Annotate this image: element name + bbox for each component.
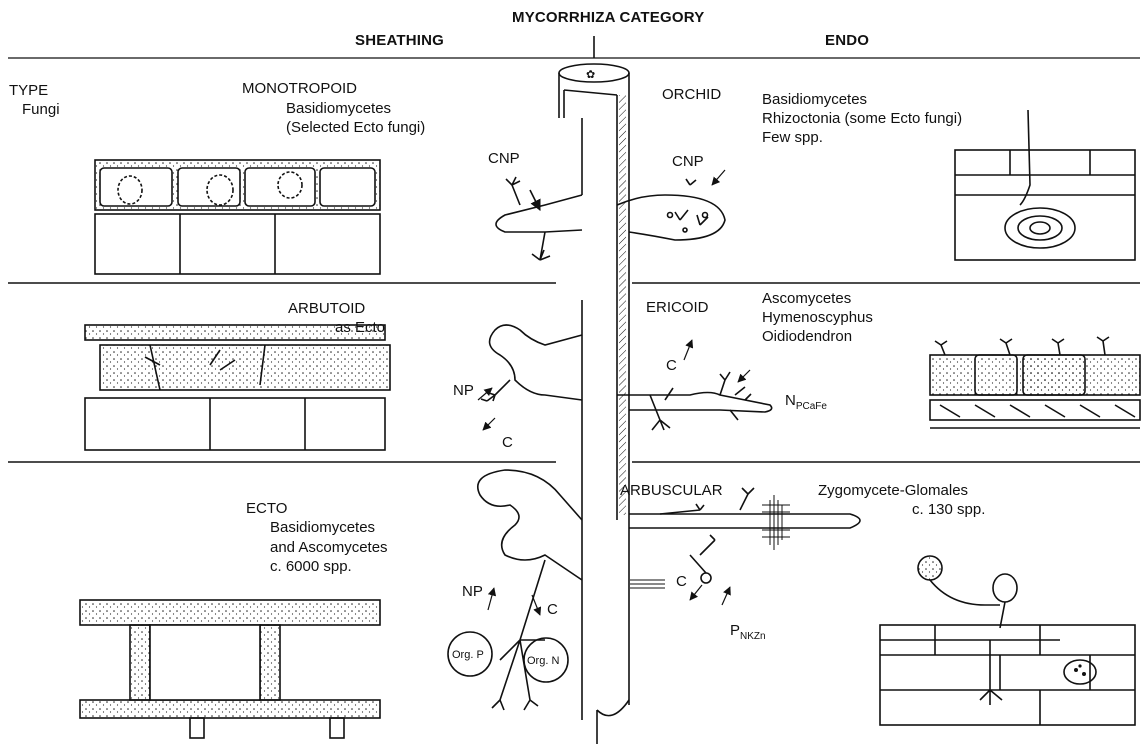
orchid-label: ORCHID — [662, 86, 721, 104]
sheathing-heading: SHEATHING — [355, 32, 444, 50]
ecto-fungi-2: and Ascomycetes — [270, 539, 388, 557]
arbutoid-fungi: as Ecto — [335, 319, 385, 337]
monotropoid-cells — [95, 160, 380, 274]
ericoid-cells — [930, 337, 1140, 428]
monotropoid-fungi-2: (Selected Ecto fungi) — [286, 119, 425, 137]
arbutoid-cells — [85, 325, 390, 450]
flux-np-arbutoid: NP — [453, 382, 474, 400]
branch-arbutoid — [478, 325, 582, 430]
ericoid-fungi-2: Hymenoscyphus — [762, 309, 873, 327]
diagram-title: MYCORRHIZA CATEGORY — [512, 9, 704, 27]
central-root: ✿ — [559, 64, 629, 744]
monotropoid-label: MONOTROPOID — [242, 80, 357, 98]
flux-n-ericoid-letter: N — [785, 392, 796, 409]
orchid-fungi-1: Basidiomycetes — [762, 91, 867, 109]
organic-p-label: Org. P — [452, 646, 484, 664]
flux-np-ecto: NP — [462, 583, 483, 601]
ecto-fungi-1: Basidiomycetes — [270, 519, 375, 537]
flux-n-ericoid-subscript: PCaFe — [796, 401, 827, 412]
ericoid-fungi-1: Ascomycetes — [762, 290, 851, 308]
endo-heading: ENDO — [825, 32, 869, 50]
flux-c-ericoid: C — [666, 357, 677, 375]
monotropoid-fungi-1: Basidiomycetes — [286, 100, 391, 118]
ericoid-label: ERICOID — [646, 299, 709, 317]
svg-text:✿: ✿ — [586, 69, 595, 81]
arbuscular-fungi: Zygomycete-Glomales — [818, 482, 968, 500]
flux-n-ericoid: NPCaFe — [785, 392, 827, 416]
arbuscular-species: c. 130 spp. — [912, 501, 985, 519]
orchid-cells — [955, 110, 1135, 260]
organic-n-label: Org. N — [527, 652, 559, 670]
flux-c-ecto: C — [547, 601, 558, 619]
flux-p-arbuscular-letter: P — [730, 622, 740, 639]
arbuscular-label: ARBUSCULAR — [620, 482, 723, 500]
branch-arbuscular — [629, 488, 860, 605]
arbuscular-cells — [880, 556, 1135, 725]
flux-p-arbuscular-subscript: NKZn — [740, 631, 766, 642]
flux-c-arbutoid: C — [502, 434, 513, 452]
ecto-species: c. 6000 spp. — [270, 558, 352, 576]
fungi-legend: Fungi — [22, 101, 60, 119]
branch-monotropoid — [496, 177, 582, 260]
branch-orchid — [617, 170, 725, 240]
flux-cnp-orchid: CNP — [672, 153, 704, 171]
flux-cnp-monotropoid: CNP — [488, 150, 520, 168]
ericoid-fungi-3: Oidiodendron — [762, 328, 852, 346]
orchid-fungi-2: Rhizoctonia (some Ecto fungi) — [762, 110, 962, 128]
flux-p-arbuscular: PNKZn — [730, 622, 766, 646]
arbutoid-label: ARBUTOID — [288, 300, 365, 318]
branch-ericoid — [617, 340, 772, 430]
type-legend: TYPE — [9, 82, 48, 100]
ecto-cells — [80, 600, 380, 738]
orchid-species: Few spp. — [762, 129, 823, 147]
flux-c-arbuscular: C — [676, 573, 687, 591]
ecto-label: ECTO — [246, 500, 287, 518]
